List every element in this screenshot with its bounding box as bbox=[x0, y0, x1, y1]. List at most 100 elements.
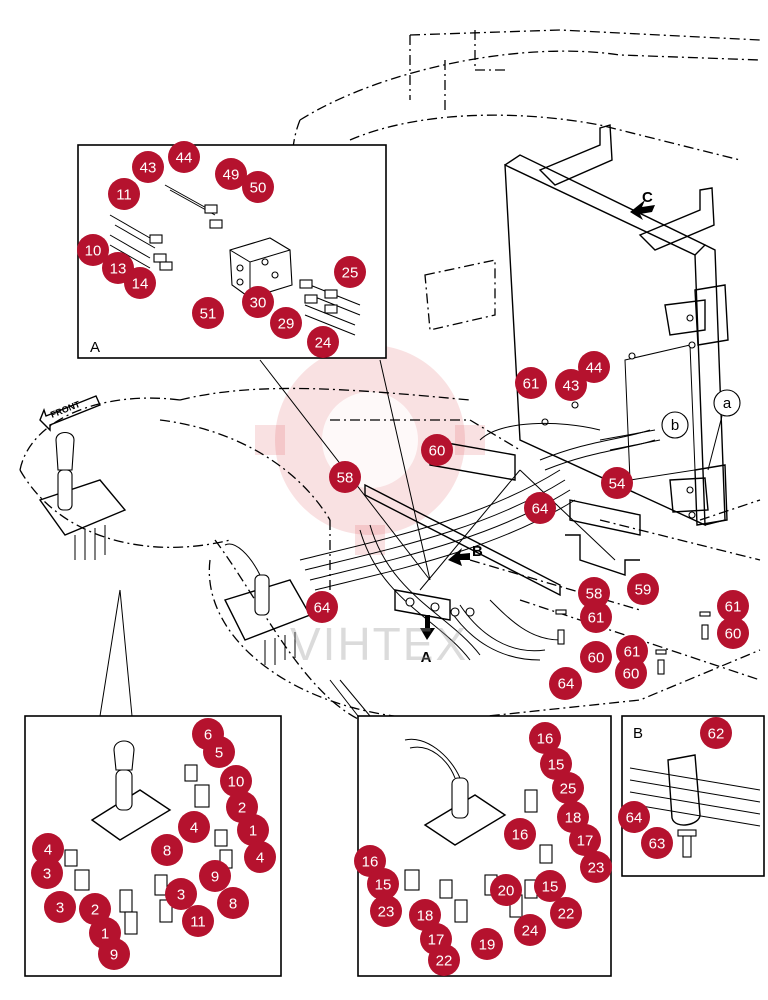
callout-badge: 54 bbox=[601, 467, 633, 499]
callout-badge: 64 bbox=[306, 591, 338, 623]
callout-badge: 2 bbox=[79, 893, 111, 925]
front-label: FRONT bbox=[49, 399, 82, 420]
callout-badge: 9 bbox=[98, 938, 130, 970]
callout-circle bbox=[490, 874, 522, 906]
callout-badge: 60 bbox=[717, 617, 749, 649]
callout-number: 1 bbox=[101, 926, 109, 943]
callout-circle bbox=[182, 905, 214, 937]
callout-badge: 58 bbox=[578, 577, 610, 609]
callout-number: 43 bbox=[563, 378, 580, 395]
detail-b-label: B bbox=[633, 725, 643, 742]
callout-badge: 9 bbox=[199, 860, 231, 892]
arrow-a: A bbox=[420, 615, 435, 666]
callout-number: 54 bbox=[609, 476, 626, 493]
callout-circle bbox=[244, 841, 276, 873]
callout-badge: 14 bbox=[124, 267, 156, 299]
callout-number: 61 bbox=[588, 610, 605, 627]
callout-number: 58 bbox=[586, 586, 603, 603]
callout-number: 16 bbox=[362, 854, 379, 871]
callout-badge: 11 bbox=[108, 178, 140, 210]
callout-number: 5 bbox=[215, 745, 223, 762]
callout-circle bbox=[717, 590, 749, 622]
callout-badge: 3 bbox=[165, 878, 197, 910]
callout-circle bbox=[132, 151, 164, 183]
callout-number: 18 bbox=[565, 810, 582, 827]
callout-badge: 43 bbox=[555, 369, 587, 401]
valve-panel bbox=[504, 124, 729, 527]
callout-circle bbox=[428, 944, 460, 976]
callout-circle bbox=[108, 178, 140, 210]
callout-badge: 11 bbox=[182, 905, 214, 937]
callout-circle bbox=[550, 897, 582, 929]
callout-number: 60 bbox=[429, 443, 446, 460]
callout-circle bbox=[178, 811, 210, 843]
callout-badge: 58 bbox=[329, 461, 361, 493]
callout-badge: 61 bbox=[580, 601, 612, 633]
callout-badge: 10 bbox=[77, 234, 109, 266]
callout-badge: 64 bbox=[618, 801, 650, 833]
callout-number: 3 bbox=[56, 900, 64, 917]
callout-number: 61 bbox=[523, 376, 540, 393]
detail-a-label: A bbox=[90, 339, 100, 356]
callout-number: 43 bbox=[140, 160, 157, 177]
callout-badge: 30 bbox=[242, 286, 274, 318]
arrow-b-label: B bbox=[472, 543, 483, 560]
callout-number: 17 bbox=[428, 932, 445, 949]
callout-number: 15 bbox=[548, 757, 565, 774]
ref-a: a bbox=[707, 389, 741, 471]
callout-circle bbox=[203, 736, 235, 768]
callout-badge: 23 bbox=[580, 851, 612, 883]
callout-number: 14 bbox=[132, 276, 149, 293]
callout-badge: 59 bbox=[627, 573, 659, 605]
callout-badge: 18 bbox=[409, 899, 441, 931]
callout-number: 60 bbox=[623, 666, 640, 683]
callout-number: 19 bbox=[479, 937, 496, 954]
callout-circle bbox=[555, 369, 587, 401]
callout-badge: 22 bbox=[550, 897, 582, 929]
callout-badge: 61 bbox=[616, 635, 648, 667]
callout-number: 25 bbox=[560, 781, 577, 798]
callout-number: 9 bbox=[110, 947, 118, 964]
callout-number: 44 bbox=[586, 360, 603, 377]
callout-badge: 8 bbox=[217, 887, 249, 919]
callout-number: 64 bbox=[626, 810, 643, 827]
callout-badge: 16 bbox=[529, 722, 561, 754]
callout-number: 10 bbox=[85, 243, 102, 260]
callout-circle bbox=[540, 748, 572, 780]
watermark-text: VIHTEX bbox=[290, 618, 468, 670]
callout-circle bbox=[534, 870, 566, 902]
callout-circle bbox=[529, 722, 561, 754]
callout-number: 2 bbox=[238, 800, 246, 817]
callout-badge: 10 bbox=[220, 765, 252, 797]
callout-number: 18 bbox=[417, 908, 434, 925]
callout-circle bbox=[165, 878, 197, 910]
callout-badge: 29 bbox=[270, 307, 302, 339]
callout-circle bbox=[168, 141, 200, 173]
ref-b-label: b bbox=[671, 417, 679, 434]
callout-badge: 23 bbox=[370, 895, 402, 927]
callout-circle bbox=[700, 717, 732, 749]
callout-number: 64 bbox=[532, 501, 549, 518]
callout-badge: 4 bbox=[32, 833, 64, 865]
arrow-b: B bbox=[448, 543, 483, 566]
callout-number: 25 bbox=[342, 265, 359, 282]
callout-circle bbox=[580, 601, 612, 633]
callout-badge: 64 bbox=[550, 667, 582, 699]
callout-badge: 44 bbox=[168, 141, 200, 173]
callout-circle bbox=[151, 834, 183, 866]
callout-badge: 24 bbox=[307, 326, 339, 358]
callout-circle bbox=[504, 818, 536, 850]
callout-circle bbox=[578, 577, 610, 609]
callout-number: 51 bbox=[200, 306, 217, 323]
ref-a-label: a bbox=[723, 395, 732, 412]
callout-number: 20 bbox=[498, 883, 515, 900]
callout-circle bbox=[334, 256, 366, 288]
callout-number: 10 bbox=[228, 774, 245, 791]
callout-badge: 61 bbox=[717, 590, 749, 622]
callout-badge: 22 bbox=[428, 944, 460, 976]
callout-circle bbox=[217, 887, 249, 919]
callout-circle bbox=[580, 851, 612, 883]
callout-number: 44 bbox=[176, 150, 193, 167]
callout-circle bbox=[215, 158, 247, 190]
